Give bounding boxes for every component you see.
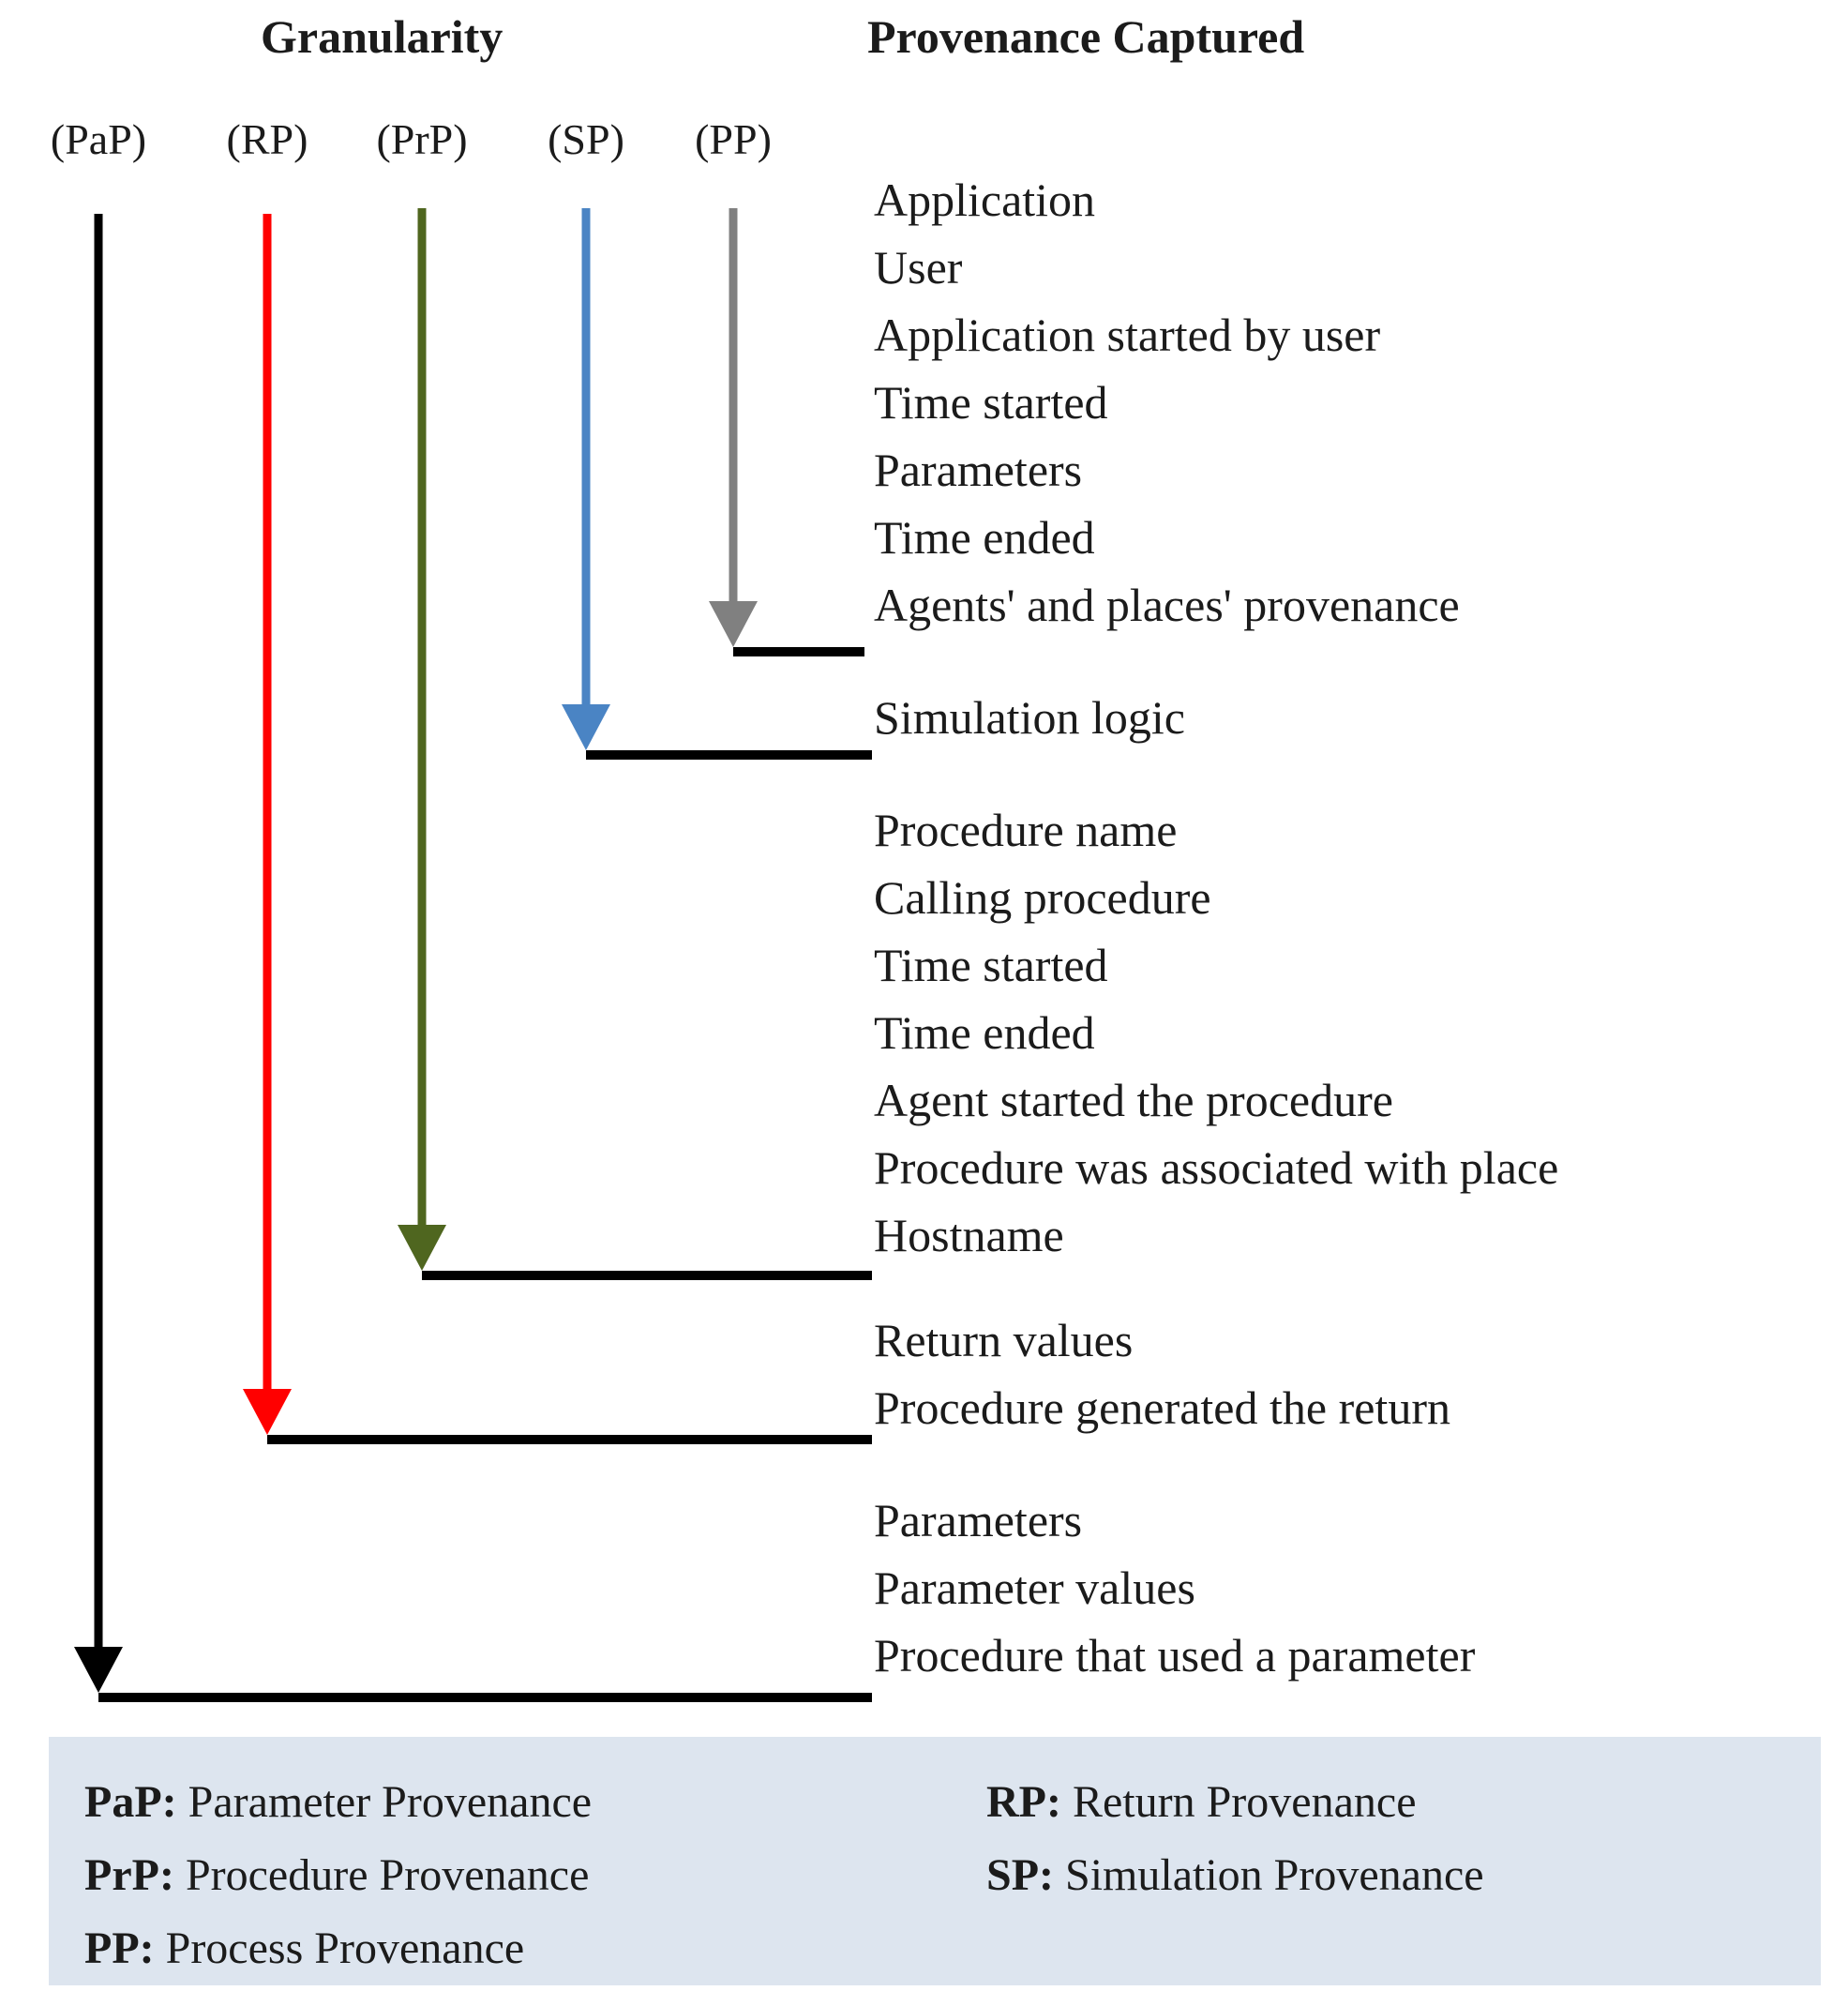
provenance-item: Parameters bbox=[874, 444, 1083, 496]
legend-description: Procedure Provenance bbox=[173, 1850, 590, 1900]
arrow-shaft-pp bbox=[729, 208, 738, 605]
arrow-head-sp bbox=[562, 704, 610, 750]
provenance-item: User bbox=[874, 241, 963, 294]
arrow-head-rp bbox=[243, 1389, 292, 1435]
granularity-label-pp: (PP) bbox=[695, 115, 772, 163]
connector-line-rp bbox=[267, 1435, 872, 1444]
provenance-item: Hostname bbox=[874, 1209, 1064, 1261]
granularity-label-sp: (SP) bbox=[548, 115, 624, 163]
legend-entry-prp: PrP: Procedure Provenance bbox=[84, 1853, 589, 1898]
arrow-shaft-prp bbox=[417, 208, 427, 1229]
legend-description: Simulation Provenance bbox=[1054, 1850, 1484, 1900]
legend-description: Process Provenance bbox=[154, 1923, 525, 1973]
arrow-shaft-sp bbox=[581, 208, 591, 708]
provenance-item: Application started by user bbox=[874, 309, 1381, 361]
provenance-item: Procedure generated the return bbox=[874, 1381, 1450, 1434]
arrow-head-pap bbox=[74, 1647, 123, 1693]
legend-abbr: PP: bbox=[84, 1923, 155, 1973]
legend-description: Parameter Provenance bbox=[176, 1777, 593, 1827]
legend-description: Return Provenance bbox=[1060, 1777, 1417, 1827]
provenance-item: Procedure that used a parameter bbox=[874, 1629, 1476, 1682]
legend-entry-sp: SP: Simulation Provenance bbox=[986, 1853, 1484, 1898]
legend-entry-pap: PaP: Parameter Provenance bbox=[84, 1780, 592, 1825]
legend-entry-pp: PP: Process Provenance bbox=[84, 1926, 524, 1971]
provenance-item: Procedure name bbox=[874, 804, 1178, 856]
arrow-head-pp bbox=[709, 601, 758, 647]
provenance-item: Parameter values bbox=[874, 1561, 1195, 1614]
provenance-item: Procedure was associated with place bbox=[874, 1141, 1559, 1194]
provenance-item: Agent started the procedure bbox=[874, 1074, 1393, 1126]
granularity-label-pap: (PaP) bbox=[50, 115, 147, 163]
arrow-head-prp bbox=[398, 1225, 446, 1271]
provenance-item: Time started bbox=[874, 939, 1108, 991]
legend-abbr: SP: bbox=[986, 1850, 1054, 1900]
connector-line-pap bbox=[98, 1693, 872, 1702]
provenance-item: Simulation logic bbox=[874, 691, 1185, 744]
provenance-item: Return values bbox=[874, 1314, 1134, 1366]
connector-line-sp bbox=[586, 750, 872, 760]
legend-abbr: PrP: bbox=[84, 1850, 174, 1900]
provenance-item: Parameters bbox=[874, 1494, 1083, 1546]
granularity-label-prp: (PrP) bbox=[376, 115, 468, 163]
provenance-item: Agents' and places' provenance bbox=[874, 579, 1460, 631]
legend-entry-rp: RP: Return Provenance bbox=[986, 1780, 1417, 1825]
provenance-item: Time ended bbox=[874, 1006, 1095, 1059]
arrow-shaft-rp bbox=[263, 214, 272, 1393]
connector-line-pp bbox=[733, 647, 864, 656]
provenance-item: Time started bbox=[874, 376, 1108, 429]
arrow-shaft-pap bbox=[94, 214, 103, 1651]
connector-line-prp bbox=[422, 1271, 872, 1280]
provenance-item: Time ended bbox=[874, 511, 1095, 564]
provenance-item: Calling procedure bbox=[874, 871, 1211, 924]
legend-abbr: PaP: bbox=[84, 1777, 177, 1827]
granularity-label-rp: (RP) bbox=[226, 115, 308, 163]
granularity-header: Granularity bbox=[261, 10, 503, 63]
legend-abbr: RP: bbox=[986, 1777, 1061, 1827]
provenance-item: Application bbox=[874, 173, 1096, 226]
provenance-captured-header: Provenance Captured bbox=[867, 10, 1305, 63]
